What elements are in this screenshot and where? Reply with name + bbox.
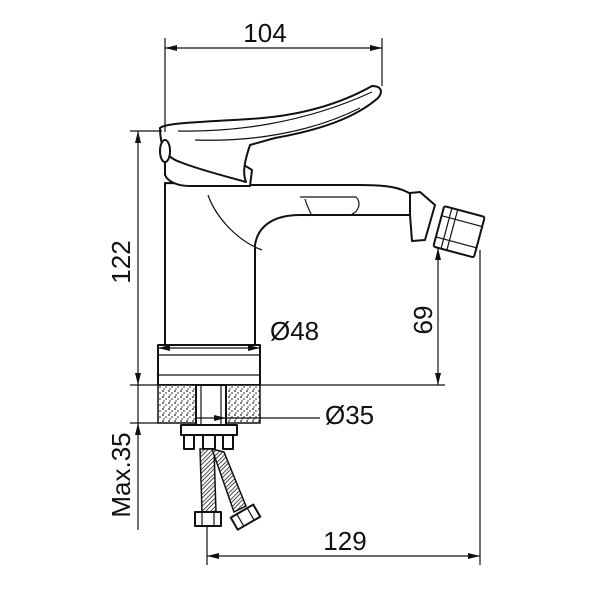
dim-label-d48: Ø48 — [270, 316, 319, 346]
hose-right-fitting — [229, 503, 262, 531]
spout-highlight — [300, 196, 360, 215]
faucet-outline — [157, 85, 486, 386]
spout-tip — [409, 191, 436, 242]
lever-inner-line — [177, 91, 373, 132]
dimension-129: 129 — [206, 250, 481, 565]
lever-inner-line-2 — [194, 107, 361, 141]
countertop-right — [225, 384, 261, 424]
hose-right — [210, 447, 247, 514]
dimension-d48: Ø48 — [158, 316, 319, 351]
lever-cap — [159, 139, 171, 163]
dimension-104: 104 — [164, 18, 383, 132]
countertop-left — [157, 384, 197, 424]
nut-tab-right — [222, 434, 234, 450]
nut-tab-left — [183, 434, 195, 450]
dimension-d35: Ø35 — [196, 400, 374, 430]
hose-left — [199, 448, 217, 513]
dim-label-104: 104 — [243, 18, 286, 48]
mounting-surface — [157, 384, 261, 450]
dim-label-69: 69 — [408, 306, 438, 335]
aerator-nozzle — [432, 205, 486, 259]
hose-left-fitting — [194, 511, 222, 527]
dimension-69: 69 — [260, 248, 445, 386]
lock-nut — [180, 424, 238, 436]
dim-label-max35: Max.35 — [106, 432, 136, 517]
dimension-max35: Max.35 — [106, 385, 158, 530]
supply-hoses — [194, 447, 262, 531]
spout-inner-curve — [207, 194, 263, 251]
base-collar — [157, 344, 261, 386]
lever-handle — [159, 85, 382, 183]
dimension-122: 122 — [106, 130, 162, 386]
threaded-stud — [202, 434, 216, 450]
dim-label-129: 129 — [323, 526, 366, 556]
dim-label-122: 122 — [106, 240, 136, 283]
spout-seam — [304, 198, 313, 217]
dim-label-d35: Ø35 — [325, 400, 374, 430]
